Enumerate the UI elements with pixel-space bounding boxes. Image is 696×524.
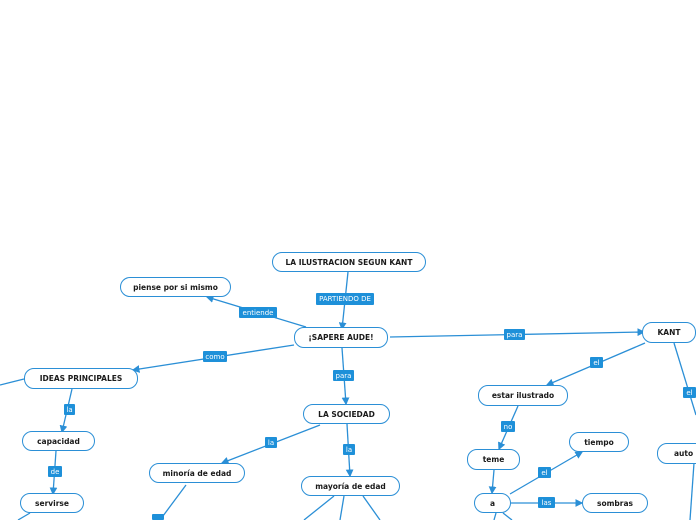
node-servirse[interactable]: servirse — [20, 493, 84, 513]
edge-minoria-down — [159, 484, 187, 521]
label-la-mayoria: la — [343, 444, 355, 455]
label-el-auto: el — [683, 387, 696, 398]
edge-a-down-2 — [502, 512, 513, 521]
edge-teme-a — [488, 469, 497, 495]
node-capacidad[interactable]: capacidad — [22, 431, 95, 451]
label-partiendo-de: PARTIENDO DE — [316, 293, 374, 305]
edge-ideas-left — [0, 378, 25, 386]
label-de: de — [48, 466, 62, 477]
node-minoria-de-edad[interactable]: minoría de edad — [149, 463, 245, 483]
node-teme[interactable]: teme — [467, 449, 520, 470]
label-para-sociedad: para — [333, 370, 354, 381]
node-tiempo[interactable]: tiempo — [569, 432, 629, 452]
label-la-capacidad: la — [64, 404, 75, 415]
node-ideas-principales[interactable]: IDEAS PRINCIPALES — [24, 368, 138, 389]
node-mayoria-de-edad[interactable]: mayoría de edad — [301, 476, 400, 496]
label-para-kant: para — [504, 329, 525, 340]
edge-kant-auto — [673, 342, 696, 416]
node-sapere-aude[interactable]: ¡SAPERE AUDE! — [294, 327, 388, 348]
node-title[interactable]: LA ILUSTRACION SEGUN KANT — [272, 252, 426, 272]
node-auto-r[interactable]: auto r — [657, 443, 696, 464]
node-sombras[interactable]: sombras — [582, 493, 648, 513]
edge-mayoria-down-3 — [362, 495, 381, 521]
node-la-sociedad[interactable]: LA SOCIEDAD — [303, 404, 390, 424]
label-el-tiempo: el — [538, 467, 551, 478]
node-piense-por-si-mismo[interactable]: piense por si mismo — [120, 277, 231, 297]
node-a[interactable]: a — [474, 493, 511, 513]
label-como: como — [203, 351, 227, 362]
label-la-minoria: la — [265, 437, 277, 448]
edge-auto-down — [689, 462, 695, 521]
label-no: no — [501, 421, 515, 432]
label-las: las — [538, 497, 555, 508]
label-el-estar: el — [590, 357, 603, 368]
label-entiende: entiende — [239, 307, 277, 318]
node-estar-ilustrado[interactable]: estar ilustrado — [478, 385, 568, 406]
label-minoria-child-cut — [152, 514, 164, 520]
node-kant[interactable]: KANT — [642, 322, 696, 343]
edge-a-down-1 — [493, 512, 497, 521]
edge-servirse-down — [17, 512, 31, 521]
edge-mayoria-down-1 — [303, 495, 335, 521]
edge-mayoria-down-2 — [339, 495, 345, 521]
